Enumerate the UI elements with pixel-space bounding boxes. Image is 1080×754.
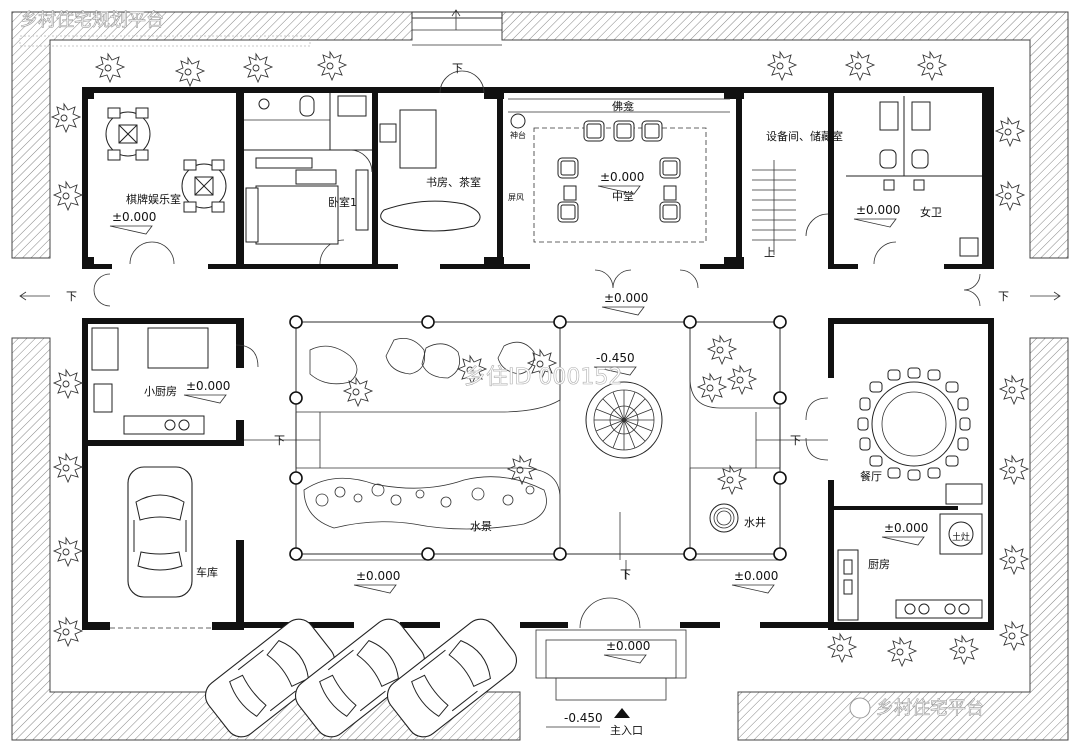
label-womens-wc: 女卫	[920, 205, 942, 219]
level-small-kitchen: ±0.000	[186, 379, 230, 393]
building-walls	[82, 87, 994, 630]
level-markers: ±0.000 ±0.000 ±0.000 ±0.000 ±0.000 -0.45…	[109, 170, 928, 728]
level-chess: ±0.000	[112, 210, 156, 224]
arrow-down-left: 下	[66, 290, 77, 303]
label-stove: 土灶	[952, 531, 970, 543]
level-courtyard: -0.450	[596, 351, 635, 365]
watermark-title: 乡村住宅规划平台	[20, 10, 164, 31]
label-chess-room: 棋牌娱乐室	[126, 192, 181, 206]
watermark-bottom-right: 乡村住宅平台	[876, 698, 984, 719]
label-dining: 餐厅	[860, 469, 882, 483]
level-hall-exit: ±0.000	[604, 291, 648, 305]
watermark-center: 乡住ID 000152	[464, 365, 622, 390]
label-bedroom-1: 卧室1	[328, 195, 357, 209]
courtyard-columns	[289, 315, 787, 561]
room-labels: 棋牌娱乐室 卧室1 书房、茶室 佛龛 神台 屏风 中堂 设备间、储藏室 女卫 小…	[126, 99, 970, 579]
label-main-entrance: 主入口	[610, 724, 643, 737]
furniture	[91, 95, 983, 744]
watermark-subtitle-strip	[19, 35, 311, 47]
level-courtyard-left: ±0.000	[356, 569, 400, 583]
courtyard	[244, 315, 828, 561]
label-study-tea: 书房、茶室	[426, 175, 481, 189]
label-buddha: 佛龛	[612, 99, 634, 113]
label-small-kitchen: 小厨房	[144, 385, 177, 398]
arrow-down-court-right: 下	[790, 434, 801, 447]
arrow-down-court-left: 下	[274, 434, 285, 447]
label-garage: 车库	[196, 565, 218, 579]
label-hall: 中堂	[612, 190, 634, 203]
level-entrance-step: ±0.000	[606, 639, 650, 653]
entrance-steps	[535, 512, 687, 701]
arrow-down-right: 下	[998, 290, 1009, 303]
label-altar: 神台	[510, 130, 526, 140]
main-entrance-marker: 主入口	[610, 708, 643, 737]
level-hall-main: ±0.000	[600, 170, 644, 184]
label-screen: 屏风	[508, 193, 524, 202]
interior-lines	[93, 70, 981, 629]
level-courtyard-right: ±0.000	[734, 569, 778, 583]
level-outside: -0.450	[564, 711, 603, 725]
arrow-down-court-front: 下	[620, 568, 631, 581]
level-kitchen: ±0.000	[884, 521, 928, 535]
arrow-down-top: 下	[452, 62, 463, 75]
label-storage: 设备间、储藏室	[766, 129, 843, 143]
watermark-logo-icon	[849, 697, 871, 719]
arrow-up-stair: 上	[764, 246, 775, 259]
level-storage: ±0.000	[856, 203, 900, 217]
direction-arrows: 下 下 下 下 下 下 上	[19, 9, 1061, 581]
label-well: 水井	[744, 515, 766, 529]
label-water-feature: 水景	[470, 520, 492, 533]
label-kitchen: 厨房	[868, 558, 890, 571]
